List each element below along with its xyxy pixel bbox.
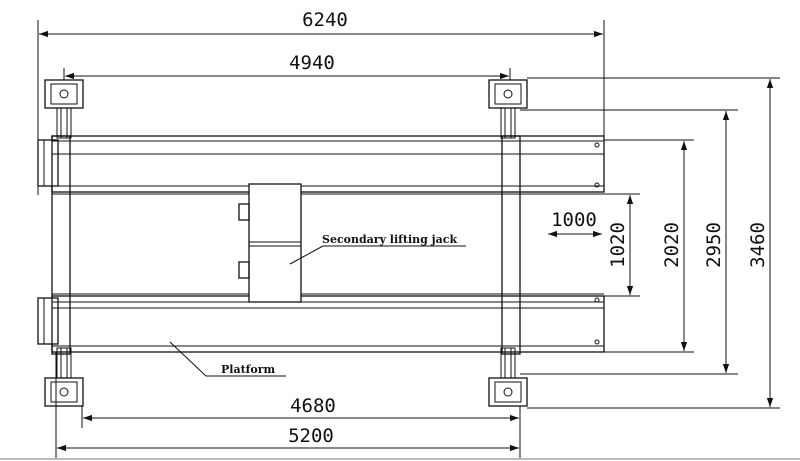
platform-label: Platform — [221, 363, 276, 376]
middle-rails — [52, 193, 604, 295]
dimension-1020: 1020 — [604, 193, 640, 297]
dimension-3460-label: 3460 — [747, 222, 769, 268]
dimension-4940: 4940 — [63, 52, 511, 104]
column-bottom-right — [488, 347, 528, 407]
dimension-1000-label: 1000 — [551, 209, 597, 231]
dimension-2020-label: 2020 — [661, 222, 683, 268]
dimension-6240-label: 6240 — [302, 9, 348, 31]
dimension-3460: 3460 — [527, 77, 780, 409]
column-top-left — [44, 79, 84, 139]
dimension-1000: 1000 — [548, 209, 602, 238]
jack-label: Secondary lifting jack — [322, 233, 457, 246]
column-top-right — [488, 79, 528, 139]
dimension-4680: 4680 — [81, 395, 521, 428]
dimension-5200-label: 5200 — [288, 425, 334, 447]
left-crossbeam — [37, 135, 71, 355]
platform-callout: Platform — [169, 341, 286, 377]
jack-callout: Secondary lifting jack — [289, 233, 466, 265]
column-bottom-left — [44, 347, 84, 407]
dimension-2020: 2020 — [604, 139, 694, 353]
dimension-4940-label: 4940 — [289, 52, 335, 74]
dimension-4680-label: 4680 — [290, 395, 336, 417]
platform-upper — [51, 135, 605, 193]
dimension-2950: 2950 — [520, 109, 738, 375]
dimension-1020-label: 1020 — [607, 222, 629, 268]
dimension-5200: 5200 — [55, 352, 521, 458]
dimension-2950-label: 2950 — [703, 222, 725, 268]
right-crossbeam — [501, 135, 521, 355]
secondary-lifting-jack — [238, 183, 302, 303]
platform-lower — [51, 295, 605, 353]
